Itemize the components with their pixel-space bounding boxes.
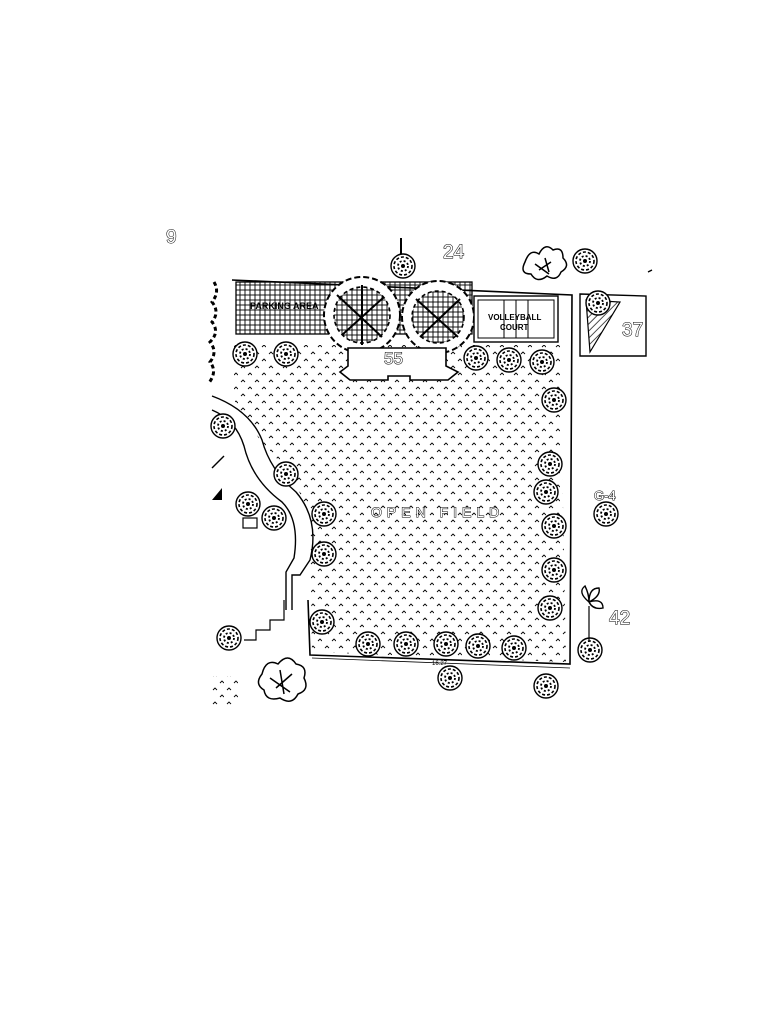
left-diagonal-mark: [211, 455, 225, 469]
tree-icon: [572, 248, 598, 274]
open-field-label: OPEN FIELD: [371, 504, 504, 520]
left-triangle-marker: [212, 488, 222, 500]
building-9-label: 9: [166, 227, 177, 248]
bottom-left-field: [212, 676, 240, 708]
tree-icon: [216, 625, 242, 651]
tree-icon: [210, 413, 236, 439]
tree-icon: [355, 631, 381, 657]
tree-icon: [496, 347, 522, 373]
right-edge-mark: [647, 269, 653, 273]
building-g4-label: G-4: [594, 488, 616, 503]
tree-icon: [437, 665, 463, 691]
tree-icon: [501, 635, 527, 661]
tree-icon: [537, 451, 563, 477]
large-tree-right: [401, 280, 475, 354]
tree-icon: [390, 253, 416, 279]
volleyball-court: [473, 295, 559, 343]
tree-icon: [309, 609, 335, 635]
tree-icon: [585, 290, 611, 316]
left-small-structure: [242, 517, 258, 529]
tree-icon: [273, 341, 299, 367]
parking-area-label: PARKING AREA: [250, 301, 319, 311]
bush-icon: [522, 246, 568, 281]
bottom-left-steps: [244, 600, 285, 641]
open-field-area: [234, 345, 566, 662]
tree-icon: [541, 557, 567, 583]
tree-icon: [541, 387, 567, 413]
building-24-label: 24: [443, 242, 465, 263]
tree-icon: [393, 631, 419, 657]
tree-icon: [311, 501, 337, 527]
tree-icon: [261, 505, 287, 531]
tree-icon: [235, 491, 261, 517]
tree-icon: [533, 673, 559, 699]
volleyball-court-label-1: VOLLEYBALL: [488, 313, 541, 322]
dimension-label: 16.27: [432, 661, 448, 667]
tree-icon: [593, 501, 619, 527]
tree-icon: [311, 541, 337, 567]
large-tree-left: [323, 276, 401, 354]
tree-icon: [273, 461, 299, 487]
building-55-label: 55: [384, 349, 403, 368]
left-vegetation-strip: [206, 281, 219, 385]
building-42-label: 42: [609, 608, 630, 629]
tree-icon: [529, 349, 555, 375]
tree-icon: [463, 345, 489, 371]
dimension-line: [311, 657, 571, 669]
tree-icon: [577, 637, 603, 663]
tree-icon: [232, 341, 258, 367]
building-55: [338, 347, 460, 381]
building-37-label: 37: [622, 320, 643, 341]
bush-icon: [257, 657, 307, 702]
tree-icon: [433, 631, 459, 657]
tree-icon: [465, 633, 491, 659]
palm-tree-icon: [581, 584, 604, 642]
tree-icon: [541, 513, 567, 539]
tree-icon: [537, 595, 563, 621]
volleyball-court-label-2: COURT: [500, 323, 529, 332]
tree-icon: [533, 479, 559, 505]
